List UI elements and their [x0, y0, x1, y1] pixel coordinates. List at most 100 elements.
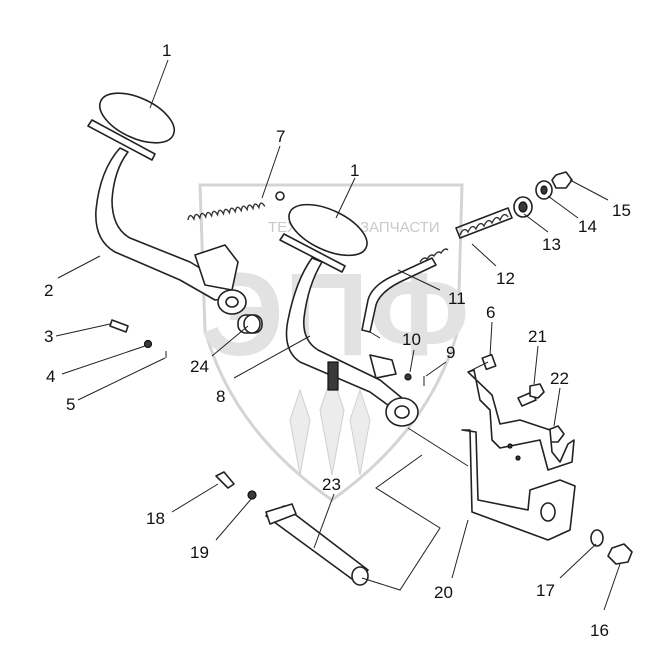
- bushing-24: [237, 314, 263, 334]
- leader-20: [451, 519, 469, 579]
- callout-1a: 1: [162, 41, 171, 60]
- right-pedal-bracket: [369, 354, 397, 379]
- callout-9: 9: [446, 343, 455, 362]
- callout-10: 10: [402, 330, 421, 349]
- callout-labels: 1 1 2 3 4 5 6 7 8 9 10 11 12 13 14 15 16…: [44, 41, 631, 640]
- small-parts-3-4-5: [109, 319, 167, 358]
- leader-2: [57, 255, 101, 279]
- left-pedal-hub-bore: [225, 296, 239, 308]
- leader-6: [489, 321, 493, 357]
- bracket-20-hole: [540, 502, 556, 522]
- leader-23: [313, 493, 335, 549]
- bushing-24-end: [243, 314, 261, 334]
- leader-5: [77, 357, 166, 401]
- rod-11-body: [361, 257, 437, 333]
- washer-19: [247, 490, 257, 500]
- right-pedal-hub-bore: [394, 405, 410, 419]
- washer-10: [404, 373, 412, 381]
- callout-11: 11: [448, 289, 466, 308]
- pin-3: [109, 319, 129, 333]
- leader-9: [425, 361, 447, 377]
- washer-13-hole: [518, 201, 528, 213]
- callout-18: 18: [146, 509, 165, 528]
- leader-18: [171, 483, 219, 513]
- left-pedal-plate: [87, 119, 156, 161]
- watermark-right-text: ЗАПЧАСТИ: [360, 219, 440, 236]
- right-pedal-lug: [327, 361, 339, 391]
- callout-22: 22: [550, 369, 569, 388]
- leader-19: [215, 497, 253, 541]
- spring-7: [187, 191, 285, 221]
- hardware-13-14-15: [513, 171, 573, 218]
- ref-line-hub-bracket: [407, 427, 469, 467]
- bolt-21-head: [529, 383, 545, 399]
- bracket-20: [461, 369, 576, 541]
- ref-line-rod: [369, 331, 381, 339]
- callout-20: 20: [434, 583, 453, 602]
- callout-5: 5: [66, 395, 75, 414]
- callout-21: 21: [528, 327, 547, 346]
- rod-11-thread: [419, 248, 449, 263]
- leader-16: [603, 563, 621, 611]
- left-pedal-assembly: [87, 92, 247, 315]
- ref-line-bolt6: [467, 361, 489, 373]
- leader-10: [409, 349, 415, 373]
- small-parts-9-10: [404, 373, 425, 386]
- leader-11: [397, 269, 441, 291]
- reference-lines: [361, 331, 489, 591]
- rod-11: [361, 248, 449, 333]
- spring-12-outline: [455, 207, 513, 239]
- callout-1b: 1: [350, 161, 359, 180]
- leader-22: [553, 387, 561, 427]
- leader-3: [55, 323, 111, 337]
- nut-16: [607, 543, 633, 565]
- nut-15: [551, 171, 573, 189]
- callout-14: 14: [578, 217, 597, 236]
- left-pedal-bracket: [194, 244, 239, 291]
- hardware-16-17: [590, 529, 633, 565]
- bolt-18: [215, 471, 235, 489]
- bolt-6-body: [481, 353, 497, 371]
- bolt-6: [481, 353, 497, 371]
- ref-line-axle: [361, 454, 441, 591]
- washer-17: [590, 529, 604, 547]
- leader-4: [61, 345, 146, 375]
- leader-17: [559, 543, 597, 579]
- spring-12: [455, 207, 513, 239]
- right-pedal-assembly: [279, 203, 419, 427]
- leader-13: [523, 213, 549, 233]
- callout-2: 2: [44, 281, 53, 300]
- right-pedal-pad: [288, 203, 368, 257]
- callout-6: 6: [486, 303, 495, 322]
- callout-24: 24: [190, 357, 209, 376]
- leader-lines: [55, 59, 621, 611]
- callout-4: 4: [46, 367, 55, 386]
- callout-16: 16: [590, 621, 609, 640]
- bracket-20-top: [467, 369, 575, 471]
- callout-8: 8: [216, 387, 225, 406]
- left-pedal-pad: [98, 92, 176, 144]
- washer-4: [143, 339, 153, 349]
- leader-12: [471, 243, 497, 267]
- callout-12: 12: [496, 269, 515, 288]
- callout-23: 23: [322, 475, 341, 494]
- spring-12-coil: [459, 213, 509, 236]
- leader-15: [569, 179, 609, 201]
- spring-7-coil: [187, 202, 266, 221]
- axle-23-assembly: [215, 471, 369, 586]
- axle-23-end: [351, 566, 369, 586]
- leader-8: [233, 335, 311, 379]
- leader-1b: [335, 177, 356, 219]
- bracket-20-hole-b: [515, 455, 521, 461]
- leader-1a: [149, 59, 169, 109]
- spring-7-hook: [275, 191, 285, 201]
- axle-23-flange: [265, 503, 297, 525]
- callout-15: 15: [612, 201, 631, 220]
- bracket-20-body: [461, 429, 576, 541]
- callout-3: 3: [44, 327, 53, 346]
- leader-21: [533, 345, 539, 385]
- bracket-20-hole-a: [507, 443, 513, 449]
- leader-14: [547, 195, 579, 219]
